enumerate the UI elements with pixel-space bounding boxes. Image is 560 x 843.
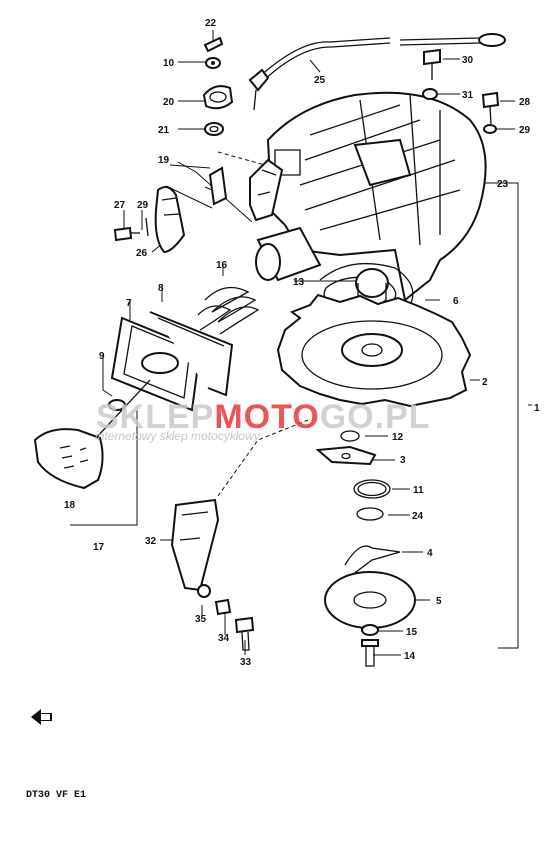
part-label[interactable]: 2 <box>482 377 488 388</box>
lower-bracket <box>170 498 255 651</box>
part-label[interactable]: 6 <box>453 296 459 307</box>
part-label[interactable]: 32 <box>145 536 157 547</box>
starter-housing <box>263 91 487 302</box>
part-label[interactable]: 17 <box>93 542 105 553</box>
bolts-upper <box>422 48 500 134</box>
part-label[interactable]: 24 <box>412 511 424 522</box>
starter-handle <box>33 379 151 490</box>
part-label[interactable]: 29 <box>137 200 149 211</box>
part-label[interactable]: 3 <box>400 455 406 466</box>
part-label[interactable]: 8 <box>158 283 164 294</box>
part-label[interactable]: 7 <box>126 298 132 309</box>
part-label[interactable]: 35 <box>195 614 207 625</box>
part-label[interactable]: 31 <box>462 90 474 101</box>
watermark-tagline: internetowy sklep motocyklowy <box>95 429 261 443</box>
part-label[interactable]: 19 <box>158 155 170 166</box>
part-label[interactable]: 11 <box>413 485 424 496</box>
model-code: DT30 VF E1 <box>26 790 86 801</box>
part-label[interactable]: 12 <box>392 432 404 443</box>
part-label[interactable]: 27 <box>114 200 126 211</box>
part-label[interactable]: 9 <box>99 351 105 362</box>
part-label[interactable]: 16 <box>216 260 228 271</box>
watermark-brand: SKLEPMOTOGO.PL <box>96 398 431 436</box>
front-arrow-icon <box>31 709 52 725</box>
part-label[interactable]: 34 <box>218 633 230 644</box>
part-label[interactable]: 30 <box>462 55 474 66</box>
cam-parts <box>113 185 186 254</box>
part-label[interactable]: 5 <box>436 596 442 607</box>
part-label[interactable]: 18 <box>64 500 76 511</box>
part-label[interactable]: 13 <box>293 277 305 288</box>
part-label[interactable]: 1 <box>534 403 540 414</box>
part-label[interactable]: 23 <box>497 179 509 190</box>
starter-cable <box>248 33 506 111</box>
part-labels: 1 2 3 4 5 6 7 8 9 10 11 12 13 14 15 16 1… <box>64 18 540 668</box>
part-label[interactable]: 15 <box>406 627 418 638</box>
reel-assembly <box>276 262 472 408</box>
part-label[interactable]: 21 <box>158 125 170 136</box>
part-label[interactable]: 29 <box>519 125 531 136</box>
part-label[interactable]: 10 <box>163 58 175 69</box>
part-label[interactable]: 4 <box>427 548 433 559</box>
part-label[interactable]: 14 <box>404 651 416 662</box>
part-label[interactable]: 28 <box>519 97 531 108</box>
rope-guide <box>110 311 234 412</box>
stop-knob-parts <box>202 36 234 136</box>
part-label[interactable]: 22 <box>205 18 217 29</box>
part-label[interactable]: 20 <box>163 97 175 108</box>
center-stack <box>315 430 416 667</box>
watermark: SKLEPMOTOGO.PL internetowy sklep motocyk… <box>95 398 431 443</box>
part-label[interactable]: 26 <box>136 248 148 259</box>
part-label[interactable]: 33 <box>240 657 252 668</box>
part-label[interactable]: 25 <box>314 75 326 86</box>
lock-arm-bracket <box>208 158 284 222</box>
shaft-and-spring <box>197 226 322 335</box>
